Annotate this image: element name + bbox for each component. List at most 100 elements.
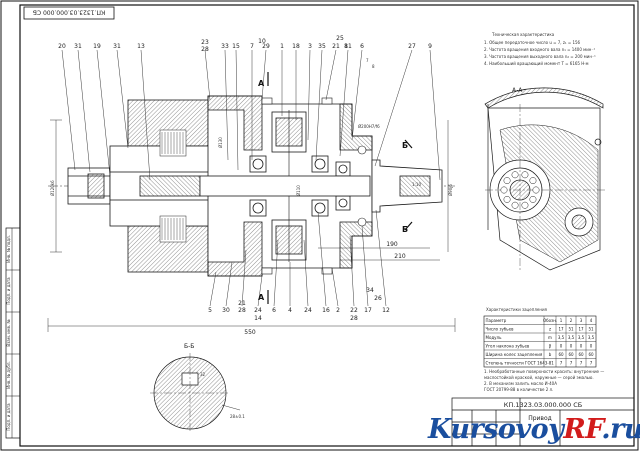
gear-table-cell: Угол наклона зубьев <box>486 344 530 349</box>
gear-table-cell: Число зубьев <box>486 327 515 332</box>
gear-table-cell: Ширина колес зацепления <box>486 352 543 357</box>
gear-table-cell: 7 <box>580 361 583 366</box>
ball-ring <box>500 171 540 209</box>
section-a-title: А-А <box>512 87 523 94</box>
dim-7: 7 <box>366 58 369 63</box>
callout-top-17: 6 <box>360 43 364 50</box>
dim-190: 190 <box>386 241 398 248</box>
gear-table-cell: 60 <box>578 352 584 357</box>
callout-bottom-10: 2 <box>336 307 340 314</box>
cut-a-top: А <box>258 79 265 88</box>
bearing-ball <box>511 171 519 179</box>
dim-phi-mid: Ø200H7/f6 <box>358 124 380 129</box>
assembly-note-2: 2. В механизм залить масло И-40А <box>484 381 557 386</box>
gear-table-cell: 60 <box>558 352 564 357</box>
callout-top-7: 33 <box>221 43 229 50</box>
tech-notes-heading: Техническая характеристика <box>491 32 555 37</box>
callout-top-6: 28 <box>201 46 209 53</box>
gear-table-cell: 3,5 <box>578 335 585 340</box>
gear-table-cell: b <box>549 352 552 357</box>
gear-table-cell: 0 <box>590 344 593 349</box>
callout-top-12: 18 <box>292 43 300 50</box>
callout-bottom-7: 4 <box>288 307 292 314</box>
callout-bottom-0: 5 <box>208 307 212 314</box>
title-block <box>451 397 635 447</box>
gear-table-cell: 51 <box>588 327 594 332</box>
callout-bottom-8: 24 <box>304 307 312 314</box>
dim-key: 28±0.1 <box>230 414 245 419</box>
gear-table-cell: 7 <box>570 361 573 366</box>
main-section-view <box>47 49 456 332</box>
dim-phi-1: Ø130 <box>218 137 223 148</box>
gear-table-cell: 17 <box>578 327 584 332</box>
gear-table-cell: 3,5 <box>558 335 565 340</box>
callout-bottom-3: 28 <box>238 307 246 314</box>
tech-line-1: 2. Частота вращения входного вала n₁ = 1… <box>484 47 596 52</box>
callout-top-2: 19 <box>93 43 101 50</box>
dim-ratio: 1:10 <box>412 182 421 187</box>
gear-table-cell: 60 <box>588 352 594 357</box>
section-b-title: Б-Б <box>184 343 194 350</box>
bearing-ball <box>521 171 529 179</box>
bearing-ball <box>532 186 540 194</box>
callout-bottom-2: 21 <box>238 300 246 307</box>
spring-coils-bottom <box>161 218 184 240</box>
dim-210: 210 <box>394 253 406 260</box>
callout-bottom-15: 34 <box>366 287 374 294</box>
side-stamps: Инв. № подл. Подп. и дата Взам. инв. № И… <box>5 227 21 439</box>
leaders-top <box>61 49 441 181</box>
bearing-ball <box>503 195 511 203</box>
tech-line-3: 4. Наибольший вращающий момент T = 6165 … <box>484 61 589 66</box>
dim-overall: 550 <box>244 329 256 336</box>
title-block-code: КП.1323.03.000.000 СБ <box>504 401 582 409</box>
assembly-note-3: ГОСТ 20799-88 в количестве 2 л. <box>484 387 553 392</box>
callout-bottom-9: 16 <box>322 307 330 314</box>
cut-a-bottom: А <box>258 293 265 302</box>
assembly-note-0: 1. Необработанные поверхности красить: в… <box>484 369 604 374</box>
callout-bottom-11: 22 <box>350 307 358 314</box>
gear-table-cell: β <box>549 344 552 349</box>
dimensions <box>47 119 456 332</box>
stamp-3: Инв. № дубл. <box>6 361 11 388</box>
bolts <box>261 97 367 275</box>
callout-top-0: 20 <box>58 43 66 50</box>
bearing-ball <box>521 201 529 209</box>
dimension-labels: 550 190 210 1:10 Ø120k6 Ø90j6 Ø200H7/f6 … <box>50 58 453 336</box>
svg-text:КП.1323.03.000.000 СБ: КП.1323.03.000.000 СБ <box>33 9 105 16</box>
stamp-2: Взам. инв. № <box>6 319 11 346</box>
gear-table-cell: 60 <box>568 352 574 357</box>
callout-top-14: 35 <box>318 43 326 50</box>
dim-phi-2: Ø110 <box>296 185 301 196</box>
gear-table-header-cell: 4 <box>590 318 593 323</box>
gear-table-cell: 17 <box>558 327 564 332</box>
title-block-doc-title: Привод <box>528 415 552 422</box>
callout-top-8: 15 <box>232 43 240 50</box>
callout-bottom-12: 28 <box>350 315 358 322</box>
bearing-ball <box>529 195 537 203</box>
dim-phi-right: Ø90j6 <box>448 184 453 196</box>
gear-table-cell: Модуль <box>486 335 503 340</box>
gear-table-cell: 0 <box>560 344 563 349</box>
callout-top-5: 23 <box>201 39 209 46</box>
stamp-1: Подп. и дата <box>6 277 11 305</box>
bearing-ball <box>529 177 537 185</box>
bearing-ball <box>511 201 519 209</box>
dim-8: 8 <box>372 64 375 69</box>
dim-key2: 32 <box>200 372 206 377</box>
stamp-0: Инв. № подл. <box>6 235 11 263</box>
gear-table-header-cell: 1 <box>560 318 563 323</box>
gear-table-heading: Характеристики зацепления <box>486 307 548 312</box>
gear-table-cell: 3,5 <box>588 335 595 340</box>
section-b-view <box>150 353 241 433</box>
cut-b-top: Б <box>402 141 408 150</box>
gear-table-cell: Степень точности ГОСТ 1643-81 <box>486 361 555 366</box>
callout-top-10: 29 <box>262 43 270 50</box>
callout-top-3: 31 <box>113 43 121 50</box>
inner-frame <box>19 4 635 447</box>
callout-bottom-14: 12 <box>382 307 390 314</box>
callout-bottom-5: 14 <box>254 315 262 322</box>
